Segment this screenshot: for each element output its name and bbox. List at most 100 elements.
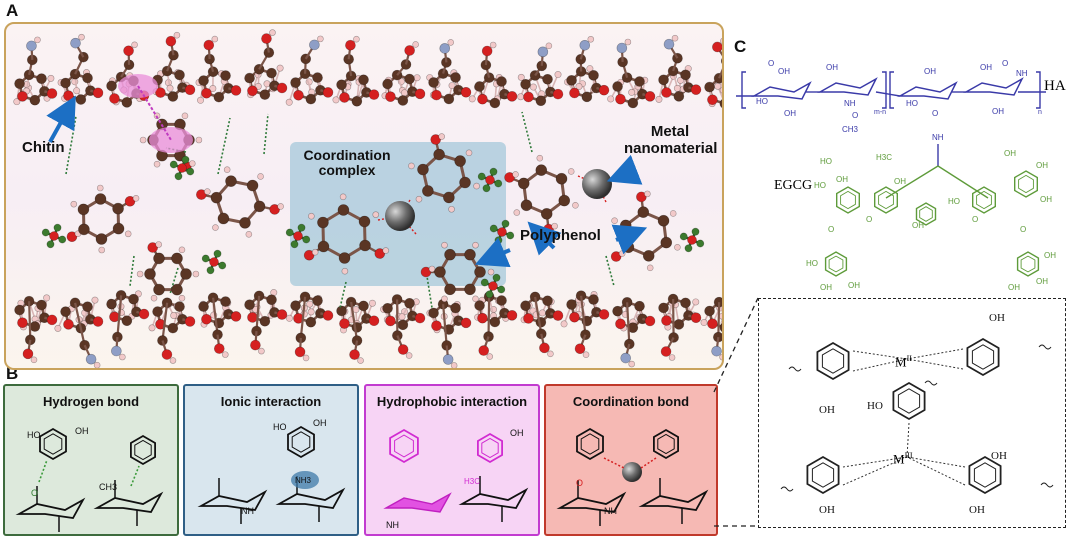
atom-label: OH <box>980 63 992 72</box>
ring-atom <box>385 315 396 327</box>
phenol-carbon <box>153 283 165 296</box>
hydrogen-atom <box>192 270 200 278</box>
ring-atom <box>569 311 580 323</box>
metal-sphere-nanomaterial <box>582 169 612 199</box>
ionic-highlight <box>291 471 319 489</box>
hydrogen-atom <box>96 184 104 192</box>
hydrogen-atom <box>415 195 423 203</box>
hydrogen-atom <box>70 200 78 208</box>
ring-atom <box>658 74 669 86</box>
hydrogen-atom <box>181 112 189 120</box>
ring-atom <box>60 77 71 89</box>
hydrogen-atom <box>136 270 144 278</box>
hydrogen-atom <box>148 324 156 332</box>
ring-atom <box>339 318 350 329</box>
hydrogen-atom <box>545 42 553 50</box>
coordination-bond-structure: ONH <box>556 427 709 526</box>
hydrogen-atom <box>47 74 55 82</box>
phenol-carbon <box>517 177 530 190</box>
phenol-carbon <box>317 216 329 229</box>
bond-stick <box>255 295 261 332</box>
hydrogen-atom <box>513 209 521 216</box>
hydrogen-atom <box>536 154 544 162</box>
atom-label: O <box>768 59 774 68</box>
hydrogen-atom <box>311 248 319 256</box>
bond-stick <box>116 295 123 338</box>
aromatic-ring <box>389 428 419 464</box>
atom-label: OH <box>1008 283 1020 292</box>
bond-stick <box>74 302 86 346</box>
oxygen-atom <box>276 82 288 94</box>
bracket <box>741 71 746 109</box>
egcg-linker <box>937 165 989 199</box>
hydrogen-atom <box>575 83 583 91</box>
star-center <box>49 231 59 241</box>
methyl-group <box>485 290 494 299</box>
bond-stick <box>28 301 32 340</box>
ring-atom <box>259 89 271 100</box>
phenol-carbon <box>358 215 371 228</box>
atom-label: NH <box>932 133 944 142</box>
atom-label: O <box>1020 225 1026 234</box>
ring-atom <box>207 66 219 78</box>
oxygen-atom <box>322 310 334 321</box>
hydrogen-atom <box>554 71 562 79</box>
hydrogen-atom <box>489 41 497 49</box>
hydrogen-atom <box>178 246 186 254</box>
hydrogen-atom <box>714 82 722 90</box>
egcg-ring-inner <box>1020 255 1036 273</box>
hydrogen-atom <box>547 350 554 358</box>
oxygen-atom <box>138 308 150 320</box>
egcg-ring-inner <box>976 190 992 210</box>
ring-atom <box>14 78 25 89</box>
ring-atom <box>336 79 347 91</box>
hydrogen-atom <box>204 188 211 195</box>
hetero-atom <box>478 345 490 356</box>
hydrogen-bond <box>130 465 140 487</box>
ring-atom <box>612 305 623 317</box>
ring-atom <box>680 297 691 309</box>
metal-ii-label: MII <box>895 354 912 370</box>
bond-stick <box>299 296 307 339</box>
ring-atom <box>174 69 185 81</box>
hydrogen-atom <box>644 190 651 198</box>
aromatic-ring <box>653 428 679 460</box>
hetero-atom <box>711 345 722 357</box>
methyl-group <box>186 167 195 176</box>
ring-atom <box>397 95 409 106</box>
ring-atom <box>174 301 185 312</box>
hydrogen-atom <box>34 36 41 44</box>
metal-nanomaterial-label: Metal nanomaterial <box>624 123 717 157</box>
atom-label: OH <box>991 450 1007 462</box>
egcg-ring-inner <box>919 206 933 222</box>
ring-atom <box>581 91 593 103</box>
hydrogen-atom <box>173 31 181 39</box>
aromatic-ring <box>892 381 926 421</box>
panel-a-letter: A <box>6 1 19 20</box>
ring-atom <box>496 76 507 87</box>
phenol-carbon <box>180 268 192 280</box>
hydrogen-atom <box>560 320 568 328</box>
phenol-carbon <box>153 252 165 265</box>
atom-label: n <box>1038 109 1042 116</box>
ring-atom <box>121 97 133 108</box>
methyl-group <box>477 172 486 181</box>
oxygen-atom <box>552 310 564 321</box>
metal-iii-label: MIII <box>893 451 913 467</box>
ring-atom <box>167 91 179 102</box>
ring-atom <box>428 307 439 319</box>
egcg-label: EGCG <box>774 178 813 193</box>
hetero-atom <box>712 41 722 53</box>
atom-label: OH <box>894 177 906 186</box>
phenol-oxygen <box>269 204 280 215</box>
chelate-bond <box>906 456 966 486</box>
aromatic-inner <box>291 431 311 453</box>
atom-label: HO <box>273 422 287 432</box>
aromatic-ring <box>806 455 840 495</box>
ring-atom <box>719 323 722 332</box>
star-center <box>177 163 187 173</box>
ring-atom <box>477 93 488 105</box>
